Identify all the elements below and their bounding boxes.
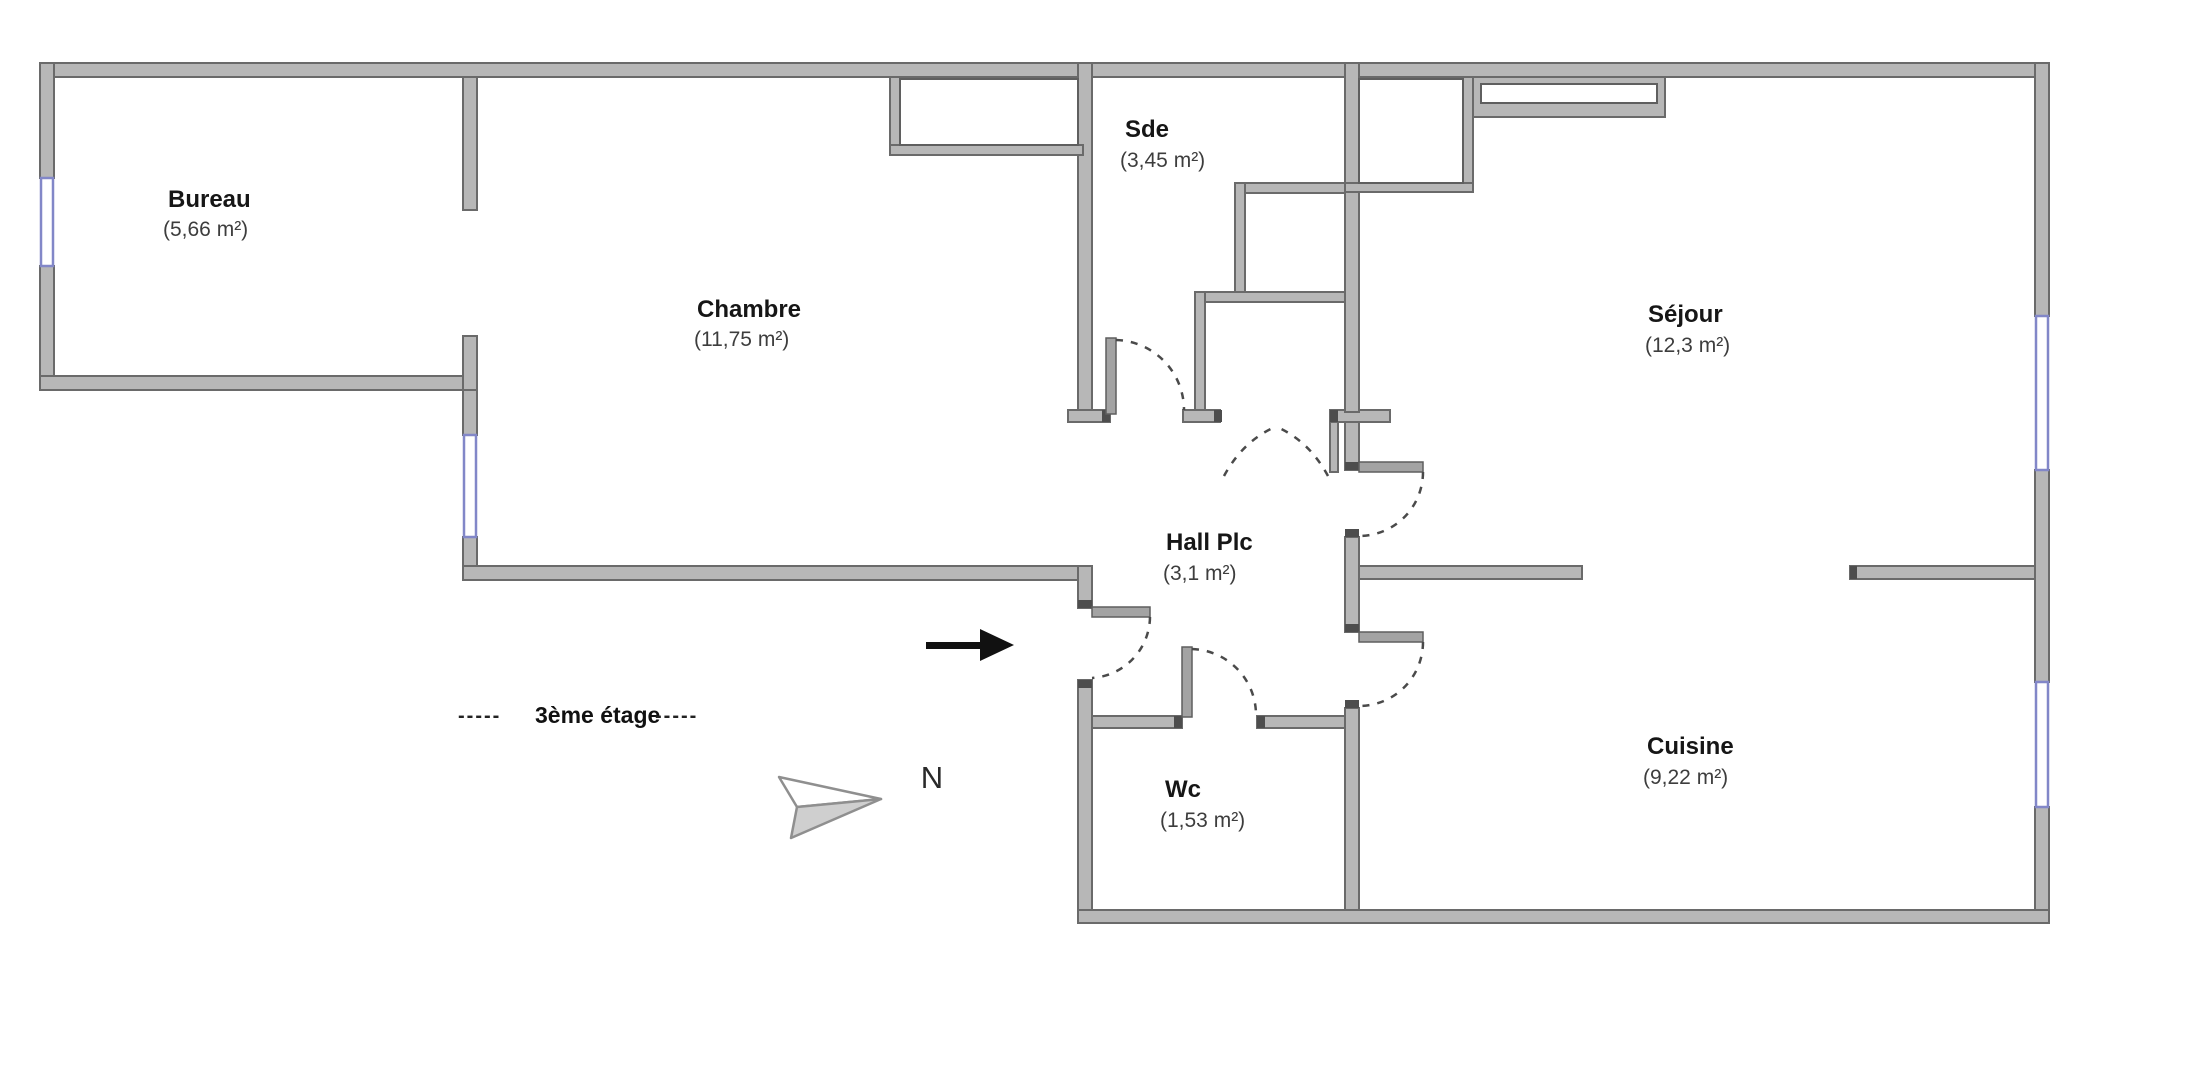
wall-segment	[39, 62, 55, 179]
closet-inner	[899, 78, 1079, 146]
wall-cap	[1257, 716, 1265, 728]
wall-cap	[1850, 566, 1857, 579]
wall-segment	[1344, 536, 1360, 633]
room-area-sejour: (12,3 m²)	[1645, 334, 1730, 357]
windows	[39, 176, 2050, 809]
room-label-sde: Sde	[1125, 116, 1169, 143]
wall-cap	[1174, 716, 1182, 728]
wall-cap	[1214, 410, 1222, 422]
wall-segment	[39, 265, 55, 391]
floor-label-dashes-right: -----	[655, 705, 698, 727]
entrance-arrow-shaft	[926, 642, 984, 649]
wall-segment	[462, 565, 1093, 581]
entrance-arrow-icon	[926, 629, 1014, 661]
wall-segment	[1256, 715, 1346, 729]
wall-segment	[1344, 707, 1360, 911]
wall-segment	[2034, 469, 2050, 683]
room-label-hall: Hall Plc	[1166, 529, 1253, 556]
door-swing-arc	[1358, 471, 1425, 538]
floor-label-dashes-left: -----	[458, 705, 501, 727]
room-label-wc: Wc	[1165, 776, 1201, 803]
closet-interiors	[899, 78, 1658, 184]
room-area-chambre: (11,75 m²)	[694, 328, 789, 351]
wall-segment	[1194, 291, 1353, 303]
window	[2034, 680, 2050, 809]
wall-segment	[462, 335, 478, 391]
entrance-arrow-head	[980, 629, 1014, 661]
north-letter: N	[921, 760, 943, 795]
wall-cap	[1345, 700, 1359, 708]
wall-segment	[1344, 62, 1360, 413]
window	[462, 433, 478, 539]
door-leaf	[1358, 631, 1424, 643]
window	[2034, 314, 2050, 472]
wall-cap	[1330, 410, 1338, 422]
room-area-bureau: (5,66 m²)	[163, 218, 248, 241]
wall-segment	[1234, 182, 1246, 303]
wall-segment	[2034, 62, 2050, 317]
wall-segment	[889, 144, 1084, 156]
room-label-bureau: Bureau	[168, 186, 251, 213]
wall-segment	[1849, 565, 2036, 580]
door-leaf	[1181, 646, 1193, 718]
wall-cap	[1078, 680, 1092, 688]
room-area-cuisine: (9,22 m²)	[1643, 766, 1728, 789]
wall-segment	[1077, 909, 2050, 924]
room-label-chambre: Chambre	[697, 296, 801, 323]
wall-cap	[1078, 600, 1092, 608]
door-leaf	[1358, 461, 1424, 473]
room-area-wc: (1,53 m²)	[1160, 809, 1245, 832]
wall-caps	[1078, 410, 1857, 728]
door-leaf	[1105, 337, 1117, 415]
wall-segment	[1194, 291, 1206, 423]
wall-segment	[1329, 421, 1339, 473]
wall-segment	[39, 62, 2050, 78]
closet-inner	[1358, 78, 1464, 184]
door-leaf	[1091, 606, 1151, 618]
wall-segment	[1358, 565, 1583, 580]
wall-cap	[1345, 624, 1359, 632]
door-swing-arc	[1276, 425, 1330, 477]
wall-segment	[462, 389, 478, 436]
wall-segment	[1344, 182, 1474, 193]
wall-segment	[889, 76, 901, 156]
door-swing-arc	[1191, 647, 1258, 717]
wall-cap	[1102, 410, 1110, 422]
door-swing-arc	[1091, 616, 1152, 680]
room-area-hall: (3,1 m²)	[1163, 562, 1237, 585]
wall-segment	[1091, 715, 1183, 729]
window	[39, 176, 55, 268]
door-leaves	[1091, 337, 1424, 718]
wall-segment	[1234, 182, 1353, 194]
wall-segment	[462, 76, 478, 211]
wall-cap	[1345, 462, 1359, 470]
door-swing-arc	[1222, 425, 1276, 477]
north-compass	[777, 775, 883, 840]
north-arrow-lower	[789, 797, 883, 840]
closet-inner	[1480, 83, 1658, 104]
door-swing-arc	[1115, 338, 1186, 411]
wall-segment	[1462, 76, 1474, 193]
room-label-sejour: Séjour	[1648, 301, 1723, 328]
room-area-sde: (3,45 m²)	[1120, 149, 1205, 172]
wall-segment	[2034, 806, 2050, 924]
floor-label-text: 3ème étage	[535, 702, 660, 728]
wall-segment	[39, 375, 478, 391]
wall-segment	[1077, 62, 1093, 423]
room-label-cuisine: Cuisine	[1647, 733, 1734, 760]
walls	[39, 62, 2050, 924]
wall-segment	[1077, 679, 1093, 911]
door-swing-arc	[1358, 641, 1425, 708]
wall-cap	[1345, 529, 1359, 537]
door-arcs	[1091, 338, 1425, 717]
